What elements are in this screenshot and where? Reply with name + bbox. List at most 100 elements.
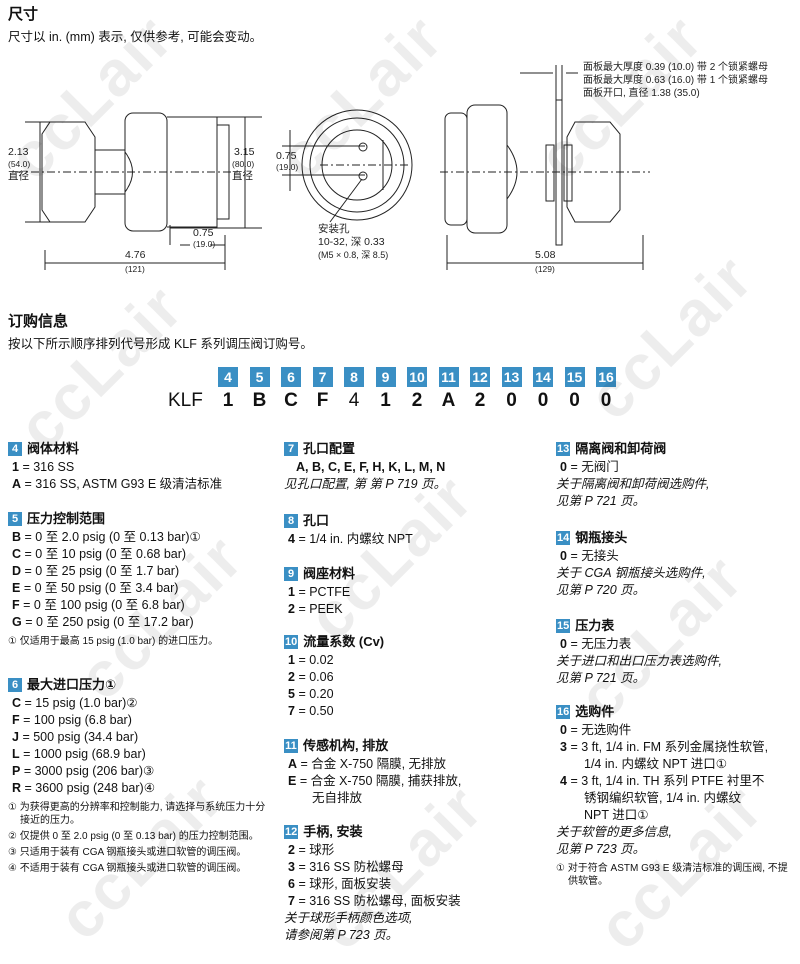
option-item: L = 1000 psig (68.9 bar) [8, 746, 248, 763]
option-code: 3 [288, 860, 295, 874]
option-desc-cont: 锈钢编织软管, 1/4 in. 内螺纹 [584, 791, 741, 805]
section-number: 14 [556, 530, 571, 545]
section-title: 选购件 [575, 704, 615, 719]
option-item: C = 0 至 10 psig (0 至 0.68 bar) [8, 546, 248, 563]
code-value-6: C [284, 390, 298, 411]
option-code: F [12, 713, 20, 727]
option-desc-cont: 无自排放 [312, 791, 363, 805]
dim-length-right: 5.08 [535, 249, 556, 261]
reference-page[interactable]: 见第 P 721 页。 [556, 671, 646, 685]
code-position-8: 8 [344, 367, 364, 387]
section-number: 10 [284, 634, 299, 649]
option-code: R [12, 781, 22, 795]
code-value-9: 1 [380, 390, 391, 411]
option-item: B = 0 至 2.0 psig (0 至 0.13 bar)① [8, 529, 248, 546]
reference-page[interactable]: 见第 P 720 页。 [556, 583, 646, 597]
dim-length-left-mm: (121) [125, 264, 145, 274]
option-desc: = 无接头 [570, 549, 619, 563]
dim-length-left: 4.76 [125, 249, 146, 261]
code-position-6: 6 [281, 367, 301, 387]
option-item: G = 0 至 250 psig (0 至 17.2 bar) [8, 614, 248, 631]
option-item: 2 = 球形 [284, 842, 524, 859]
option-code: C [12, 696, 22, 710]
option-item: 2 = 0.06 [284, 669, 524, 686]
code-position-14: 14 [533, 367, 553, 387]
reference-note: 关于进口和出口压力表选购件, [556, 654, 722, 668]
footnote: ④ 不适用于装有 CGA 钢瓶接头或进口软管的调压阀。 [8, 863, 247, 874]
option-item: 4 = 3 ft, 1/4 in. TH 系列 PTFE 衬里不 [556, 773, 796, 790]
reference-note: 关于 CGA 钢瓶接头选购件, [556, 566, 706, 580]
dim-body-dia: 3.15 [234, 146, 255, 158]
option-desc: = 0.20 [298, 687, 334, 701]
footnote: ③ 只适用于装有 CGA 钢瓶接头或进口软管的调压阀。 [8, 847, 247, 858]
option-desc: = 316 SS, ASTM G93 E 级清洁标准 [24, 477, 223, 491]
option-code: A [288, 757, 298, 771]
option-desc: = 15 psig (1.0 bar)② [24, 696, 138, 710]
option-desc: = 1000 psig (68.9 bar) [23, 747, 146, 761]
option-desc: = 0.02 [298, 653, 334, 667]
option-item: 1 = PCTFE [284, 584, 524, 601]
reference-page[interactable]: 见第 P 721 页。 [556, 494, 646, 508]
section-title: 孔口 [303, 513, 330, 528]
dim-hole-spacing: 0.75 [276, 150, 297, 162]
option-desc: = 500 psig (34.4 bar) [22, 730, 139, 744]
reference-note: 关于隔离阀和卸荷阀选购件, [556, 477, 710, 491]
option-item: 5 = 0.20 [284, 686, 524, 703]
option-code: E [288, 774, 297, 788]
option-item: 0 = 无阀门 [556, 459, 796, 476]
option-desc: = 3000 psig (206 bar)③ [23, 764, 155, 778]
option-item: 1 = 0.02 [284, 652, 524, 669]
code-position-10: 10 [407, 367, 427, 387]
option-code: 2 [288, 843, 295, 857]
panel-note-2: 面板最大厚度 0.63 (16.0) 带 1 个锁紧螺母 [583, 73, 768, 86]
option-code: 7 [288, 704, 295, 718]
option-item: 6 = 球形, 面板安装 [284, 876, 524, 893]
option-desc: = 1/4 in. 内螺纹 NPT [298, 532, 413, 546]
panel-note-1: 面板最大厚度 0.39 (10.0) 带 2 个锁紧螺母 [583, 60, 768, 73]
dim-body-dia-label: 直径 [232, 169, 253, 182]
footnotes: ① 为获得更高的分辨率和控制能力, 请选择与系统压力十分接近的压力。② 仅提供 … [8, 801, 268, 875]
reference-page[interactable]: 请参阅第 P 723 页。 [284, 928, 399, 942]
option-code: 6 [288, 877, 295, 891]
section-title: 孔口配置 [303, 441, 356, 456]
option-code: P [12, 764, 21, 778]
option-desc: = 球形 [298, 843, 335, 857]
option-item: D = 0 至 25 psig (0 至 1.7 bar) [8, 563, 248, 580]
section-title: 传感机构, 排放 [303, 738, 389, 753]
option-code: 0 [560, 637, 567, 651]
code-value-11: A [441, 390, 456, 411]
dimension-drawings: 2.13 (54.0) 直径 3.15 (80.0) 直径 0.75 (19.0… [8, 60, 768, 274]
reference-note[interactable]: 见孔口配置, 第 第 P 719 页。 [284, 477, 447, 491]
section-number: 5 [8, 511, 22, 526]
option-item: 0 = 无压力表 [556, 636, 796, 653]
code-position-16: 16 [596, 367, 616, 387]
code-value-10: 2 [411, 390, 423, 411]
option-code: L [12, 747, 20, 761]
option-desc: = 0 至 2.0 psig (0 至 0.13 bar)① [24, 530, 201, 544]
section-title: 钢瓶接头 [575, 530, 628, 545]
reference-page[interactable]: 见第 P 723 页。 [556, 842, 646, 856]
code-position-12: 12 [470, 367, 490, 387]
section-number: 11 [284, 738, 298, 753]
section-number: 7 [284, 441, 298, 456]
option-desc-cont: 1/4 in. 内螺纹 NPT 进口① [584, 757, 727, 771]
code-value-16: 0 [600, 390, 612, 411]
option-item: 2 = PEEK [284, 601, 524, 618]
option-desc: = PCTFE [298, 585, 351, 599]
option-item: P = 3000 psig (206 bar)③ [8, 763, 248, 780]
option-code: E [12, 581, 21, 595]
option-code: F [12, 598, 20, 612]
section-number: 12 [284, 824, 299, 839]
code-position-13: 13 [501, 367, 522, 387]
code-value-7: F [316, 390, 329, 411]
section-header: 14 钢瓶接头 [556, 529, 796, 546]
code-position-5: 5 [249, 367, 270, 387]
option-desc: = 100 psig (6.8 bar) [23, 713, 132, 727]
ordering-title: 订购信息 [8, 313, 69, 330]
